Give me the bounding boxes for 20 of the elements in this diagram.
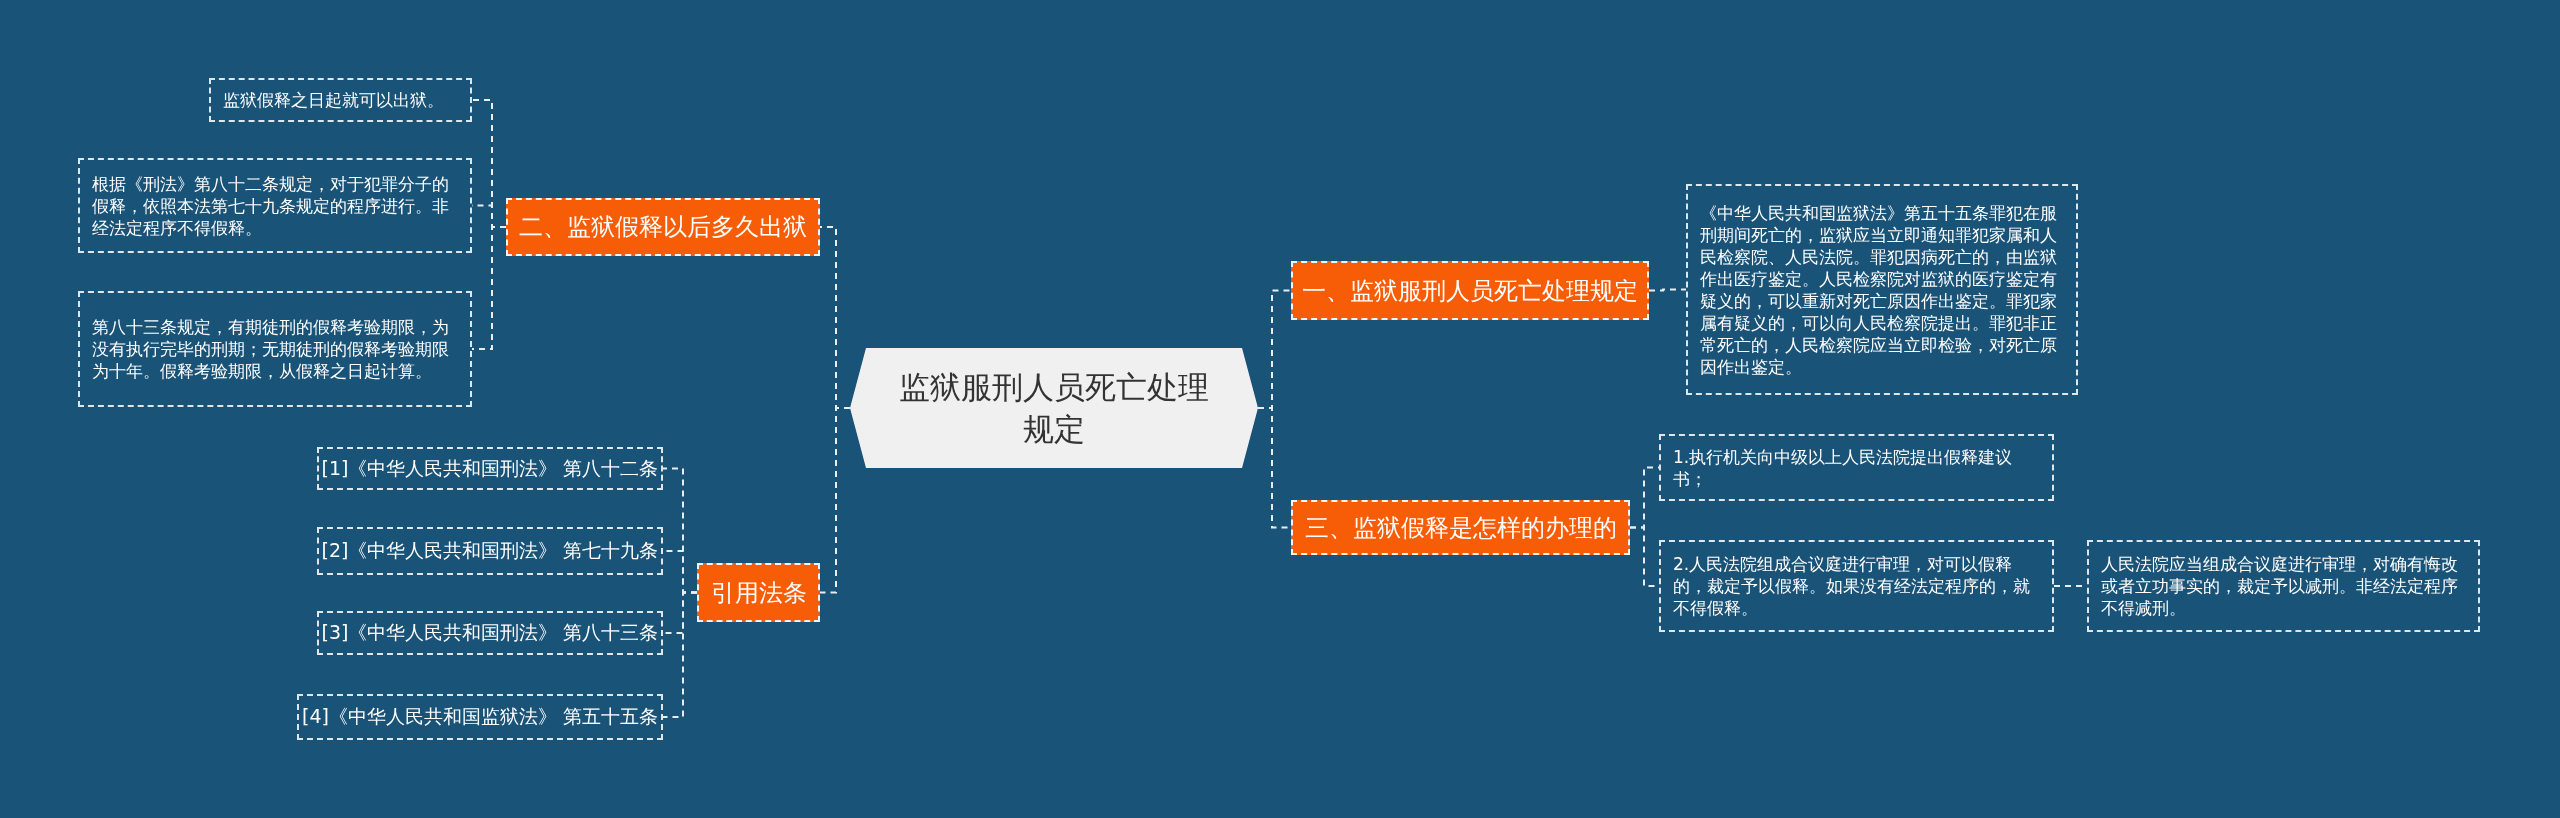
branch-topic-box: 三、监狱假释是怎样的办理的 <box>1291 500 1630 555</box>
note-box: 监狱假释之日起就可以出狱。 <box>209 78 472 122</box>
connector <box>471 226 507 350</box>
central-topic-hexagon: 监狱服刑人员死亡处理规定 <box>850 348 1258 468</box>
branch-topic-box: 一、监狱服刑人员死亡处理规定 <box>1291 261 1649 320</box>
note-box: 《中华人民共和国监狱法》第五十五条罪犯在服刑期间死亡的，监狱应当立即通知罪犯家属和人民检察院、人民法院。罪犯因病死亡的，由监狱作出医疗鉴定。人民检察院对监狱的医疗鉴定有疑义的，可以重新对死亡原因作出鉴定。罪犯家属有疑义的，可以向人民检察院提出。罪犯非正常死亡的，人民检察院应当立即检验，对死亡原因作出鉴定。 <box>1686 184 2078 395</box>
reference-box: [1]《中华人民共和国刑法》 第八十二条 <box>317 447 663 490</box>
connector <box>662 591 698 718</box>
reference-box: [3]《中华人民共和国刑法》 第八十三条 <box>317 611 663 655</box>
connector <box>1648 288 1687 292</box>
reference-box: [2]《中华人民共和国刑法》 第七十九条 <box>317 527 663 575</box>
note-box: 1.执行机关向中级以上人民法院提出假释建议书； <box>1659 434 2054 501</box>
note-box: 人民法院应当组成合议庭进行审理，对确有悔改或者立功事实的，裁定予以减刑。非经法定程序不得减刑。 <box>2087 540 2480 632</box>
connector <box>819 407 851 594</box>
branch-topic-box: 二、监狱假释以后多久出狱 <box>506 198 820 256</box>
note-box: 根据《刑法》第八十二条规定，对于犯罪分子的假释，依照本法第七十九条规定的程序进行。非经法定程序不得假释。 <box>78 158 472 253</box>
branch-topic-box: 引用法条 <box>697 563 820 622</box>
note-box: 第八十三条规定，有期徒刑的假释考验期限，为没有执行完毕的刑期；无期徒刑的假释考验期限为十年。假释考验期限，从假释之日起计算。 <box>78 291 472 407</box>
note-box: 2.人民法院组成合议庭进行审理，对可以假释的，裁定予以假释。如果没有经法定程序的，就不得假释。 <box>1659 540 2054 632</box>
reference-box: [4]《中华人民共和国监狱法》 第五十五条 <box>297 694 663 740</box>
